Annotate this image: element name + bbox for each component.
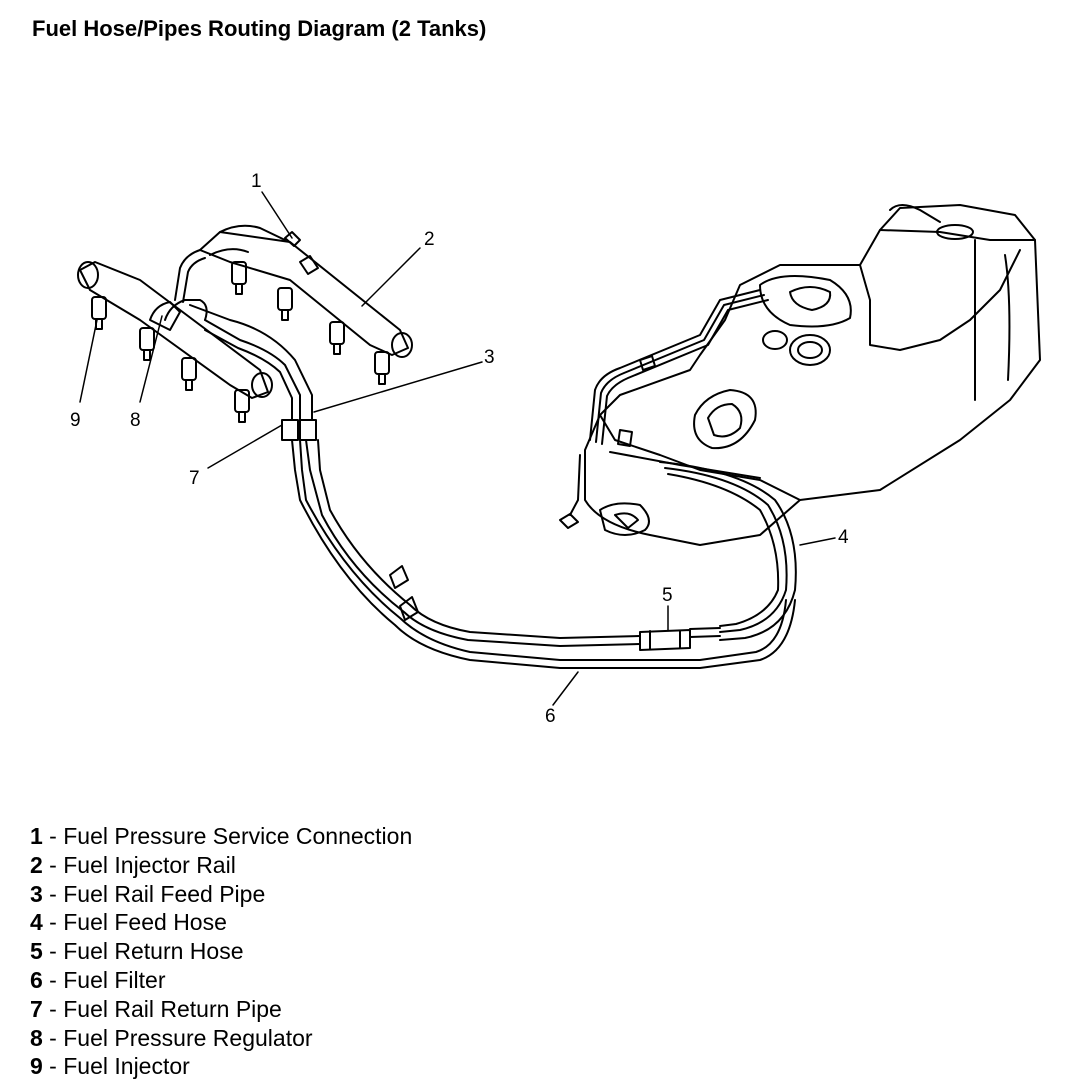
- injector-icon: [374, 351, 390, 385]
- legend-item: 4 - Fuel Feed Hose: [30, 908, 412, 937]
- legend-separator: -: [42, 1053, 64, 1080]
- legend-separator: -: [42, 851, 64, 878]
- injector-icon: [231, 261, 247, 295]
- callout-4: 4: [838, 527, 849, 548]
- leader-lines: [79, 191, 836, 706]
- callout-8: 8: [130, 410, 141, 431]
- injector-icon: [181, 357, 197, 391]
- legend-separator: -: [42, 880, 64, 907]
- legend-number: 8: [30, 1024, 43, 1051]
- injector-icon: [329, 321, 345, 355]
- parts-legend: 1 - Fuel Pressure Service Connection 2 -…: [30, 822, 412, 1081]
- legend-item: 6 - Fuel Filter: [30, 966, 412, 995]
- legend-label: Fuel Pressure Service Connection: [63, 823, 413, 849]
- legend-separator: -: [42, 909, 64, 936]
- legend-number: 5: [30, 938, 43, 965]
- legend-label: Fuel Rail Feed Pipe: [63, 880, 266, 907]
- callout-2: 2: [424, 229, 435, 250]
- callout-7: 7: [189, 468, 200, 489]
- legend-separator: -: [42, 1024, 64, 1051]
- legend-number: 9: [30, 1053, 43, 1080]
- legend-number: 4: [30, 909, 43, 936]
- legend-separator: -: [42, 995, 64, 1022]
- legend-number: 7: [30, 995, 43, 1022]
- legend-label: Fuel Injector: [63, 1053, 190, 1080]
- legend-item: 2 - Fuel Injector Rail: [30, 851, 412, 880]
- fuel-routing-diagram: 1 2 3 4 5 6 7 8 9: [70, 171, 1041, 727]
- fuel-injectors: [91, 261, 390, 423]
- callout-labels: 1 2 3 4 5 6 7 8 9: [70, 171, 849, 727]
- legend-label: Fuel Return Hose: [63, 938, 244, 965]
- legend-item: 1 - Fuel Pressure Service Connection: [30, 822, 412, 851]
- legend-separator: -: [42, 823, 64, 849]
- legend-number: 1: [30, 823, 43, 849]
- injector-icon: [277, 287, 293, 321]
- legend-label: Fuel Filter: [63, 966, 166, 993]
- diagram-title: Fuel Hose/Pipes Routing Diagram (2 Tanks…: [32, 16, 487, 41]
- fuel-tank: [559, 204, 1041, 546]
- injector-icon: [234, 389, 250, 423]
- legend-separator: -: [42, 938, 64, 965]
- callout-5: 5: [662, 585, 673, 606]
- legend-number: 2: [30, 851, 43, 878]
- legend-label: Fuel Rail Return Pipe: [63, 995, 282, 1022]
- legend-separator: -: [42, 966, 64, 993]
- callout-9: 9: [70, 410, 81, 431]
- legend-item: 9 - Fuel Injector: [30, 1052, 412, 1081]
- fuel-injector-rails: [77, 224, 413, 441]
- callout-1: 1: [251, 171, 262, 192]
- injector-icon: [91, 296, 107, 330]
- legend-item: 7 - Fuel Rail Return Pipe: [30, 995, 412, 1024]
- injector-icon: [139, 327, 155, 361]
- callout-3: 3: [484, 347, 495, 368]
- legend-label: Fuel Feed Hose: [63, 909, 227, 936]
- legend-label: Fuel Pressure Regulator: [63, 1024, 313, 1051]
- legend-number: 3: [30, 880, 43, 907]
- legend-item: 5 - Fuel Return Hose: [30, 937, 412, 966]
- legend-label: Fuel Injector Rail: [63, 851, 236, 878]
- legend-item: 8 - Fuel Pressure Regulator: [30, 1024, 412, 1053]
- callout-6: 6: [545, 706, 556, 727]
- tank-vent-lines: [589, 289, 769, 479]
- legend-number: 6: [30, 966, 43, 993]
- feed-and-return-hoses: [291, 439, 797, 669]
- legend-item: 3 - Fuel Rail Feed Pipe: [30, 880, 412, 909]
